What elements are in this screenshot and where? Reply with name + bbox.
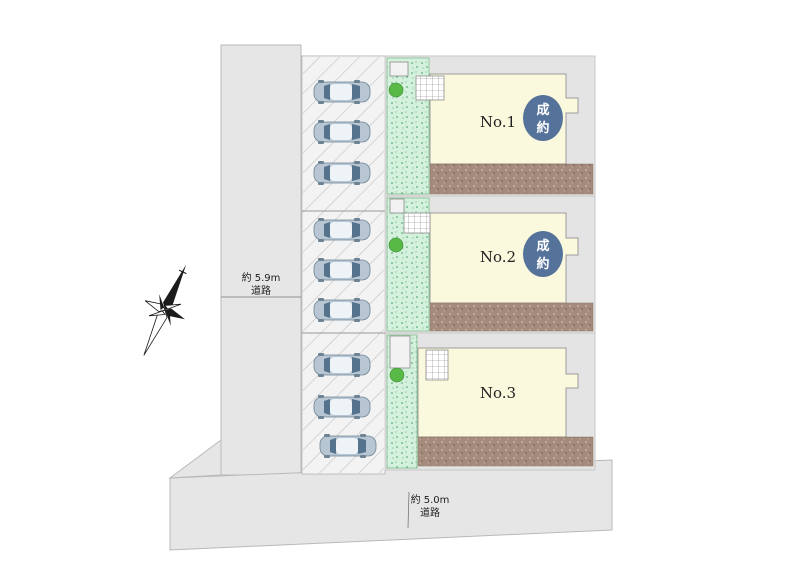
car-icon bbox=[319, 433, 377, 459]
car-icon bbox=[313, 394, 371, 420]
entrance-tiles bbox=[425, 349, 449, 381]
car-icon bbox=[313, 352, 371, 378]
west-road-name: 道路 bbox=[251, 284, 271, 297]
sold-char-1: 成 bbox=[536, 238, 549, 254]
south-road-name: 道路 bbox=[420, 506, 440, 519]
north-arrow-icon bbox=[143, 264, 187, 356]
west-road-width: 約 5.9m bbox=[242, 271, 281, 284]
west-road bbox=[220, 44, 302, 476]
tree-icon bbox=[388, 237, 404, 253]
tree-icon bbox=[388, 82, 404, 98]
entrance-tiles bbox=[415, 75, 445, 101]
south-road-width: 約 5.0m bbox=[411, 493, 450, 506]
car-icon bbox=[313, 160, 371, 186]
soil-area bbox=[417, 436, 594, 467]
lot-2-label: No.2 bbox=[480, 248, 516, 266]
soil-area bbox=[429, 163, 594, 195]
car-icon bbox=[313, 297, 371, 323]
sold-char-2: 約 bbox=[536, 120, 549, 136]
car-icon bbox=[313, 257, 371, 283]
sold-char-1: 成 bbox=[536, 102, 549, 118]
entrance-tiles bbox=[403, 212, 431, 234]
sold-badge: 成 約 bbox=[523, 231, 563, 277]
car-icon bbox=[313, 79, 371, 105]
car-icon bbox=[313, 119, 371, 145]
lot-1-label: No.1 bbox=[480, 113, 516, 131]
tree-icon bbox=[389, 367, 405, 383]
car-icon bbox=[313, 217, 371, 243]
sold-badge: 成 約 bbox=[523, 95, 563, 141]
sold-char-2: 約 bbox=[536, 256, 549, 272]
lot-3-label: No.3 bbox=[480, 384, 516, 402]
soil-area bbox=[429, 302, 594, 332]
